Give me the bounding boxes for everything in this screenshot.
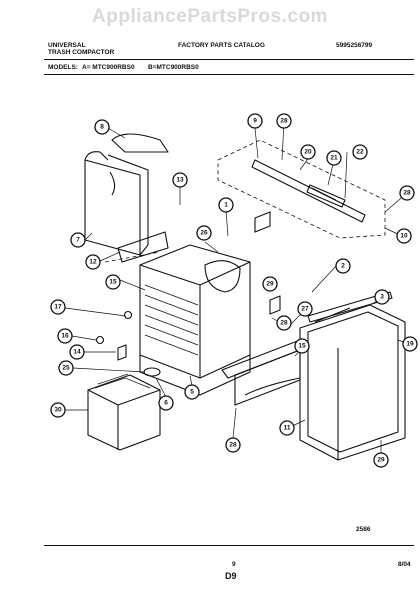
callout-15: 15 (105, 274, 121, 290)
svg-text:25: 25 (62, 365, 70, 372)
callout-1: 1 (218, 197, 234, 213)
model-a: A= MTC900RBS0 (82, 64, 135, 71)
svg-text:30: 30 (54, 407, 62, 414)
svg-text:21: 21 (330, 155, 338, 162)
compactor-unit (87, 373, 161, 451)
svg-text:13: 13 (176, 177, 184, 184)
callout-12: 12 (85, 254, 101, 270)
model-b: B=MTC900RBS0 (148, 64, 199, 71)
figure-code: 2586 (356, 526, 371, 533)
trash-bag (84, 151, 149, 256)
callout-28-mid: 28 (276, 315, 292, 331)
header-rule (44, 59, 414, 60)
svg-text:5: 5 (190, 389, 194, 396)
callout-28-lower: 28 (225, 437, 241, 453)
svg-text:14: 14 (73, 349, 81, 356)
page-number: 9 (232, 561, 236, 568)
callout-16: 16 (57, 328, 73, 344)
callout-30: 30 (50, 402, 66, 418)
callout-5: 5 (184, 384, 200, 400)
callout-11: 11 (279, 420, 295, 436)
brand-line-1: UNIVERSAL (48, 42, 86, 49)
svg-text:6: 6 (164, 400, 168, 407)
callout-27: 27 (297, 301, 313, 317)
leader-lines (64, 121, 411, 460)
callout-25: 25 (58, 360, 74, 376)
svg-text:22: 22 (356, 149, 364, 156)
svg-text:28: 28 (280, 118, 288, 125)
svg-text:11: 11 (284, 425, 291, 432)
callout-10: 10 (396, 228, 412, 244)
catalog-part-number: 5995256799 (336, 42, 373, 49)
cabinet-frame (139, 244, 251, 396)
callout-22: 22 (352, 144, 368, 160)
svg-text:9: 9 (253, 118, 257, 125)
section-code: D9 (225, 571, 237, 581)
callout-21: 21 (326, 150, 342, 166)
callout-26: 26 (196, 225, 212, 241)
callout-29-bottom: 29 (373, 452, 389, 468)
brand-line-2: TRASH COMPACTOR (48, 49, 115, 56)
catalog-date: 8/04 (398, 561, 411, 568)
watermark: AppliancePartsPros.com (92, 6, 328, 27)
svg-text:16: 16 (61, 333, 69, 340)
svg-text:3: 3 (380, 294, 384, 301)
callout-28-right: 28 (399, 185, 415, 201)
svg-text:20: 20 (304, 149, 312, 156)
svg-text:7: 7 (76, 237, 80, 244)
svg-text:2: 2 (341, 263, 345, 270)
svg-text:1: 1 (224, 202, 228, 209)
svg-text:27: 27 (301, 306, 309, 313)
door-trim-strips (307, 291, 393, 323)
callout-28-top: 28 (276, 113, 292, 129)
svg-text:15: 15 (298, 343, 306, 350)
callout-17: 17 (50, 299, 66, 315)
svg-text:10: 10 (400, 233, 408, 240)
svg-text:29: 29 (377, 457, 385, 464)
models-label: MODELS: (48, 64, 78, 71)
svg-text:26: 26 (200, 230, 208, 237)
front-panel (299, 304, 406, 461)
svg-text:28: 28 (280, 320, 288, 327)
drawer-rail (221, 339, 306, 406)
models-rule (44, 74, 414, 75)
callout-7: 7 (70, 232, 86, 248)
bag-cover (111, 133, 169, 153)
callout-19: 19 (402, 336, 418, 352)
svg-text:29: 29 (266, 281, 274, 288)
svg-text:17: 17 (54, 304, 62, 311)
callout-14: 14 (69, 344, 85, 360)
small-hardware (95, 211, 281, 377)
svg-text:8: 8 (100, 124, 104, 131)
callout-13: 13 (172, 172, 188, 188)
callout-2: 2 (335, 258, 351, 274)
svg-text:28: 28 (403, 190, 411, 197)
callout-29-mid: 29 (262, 276, 278, 292)
caddy-hardware (104, 231, 169, 263)
svg-text:15: 15 (109, 279, 117, 286)
callout-9: 9 (247, 113, 263, 129)
top-rail-assembly (217, 139, 386, 239)
callout-20: 20 (300, 144, 316, 160)
callout-8: 8 (94, 119, 110, 135)
svg-text:12: 12 (89, 259, 97, 266)
callout-15-right: 15 (294, 338, 310, 354)
svg-text:19: 19 (406, 341, 414, 348)
footer-rule (44, 545, 414, 546)
callout-6: 6 (158, 395, 174, 411)
svg-text:28: 28 (229, 442, 237, 449)
catalog-title: FACTORY PARTS CATALOG (178, 42, 265, 49)
callout-3: 3 (374, 289, 390, 305)
